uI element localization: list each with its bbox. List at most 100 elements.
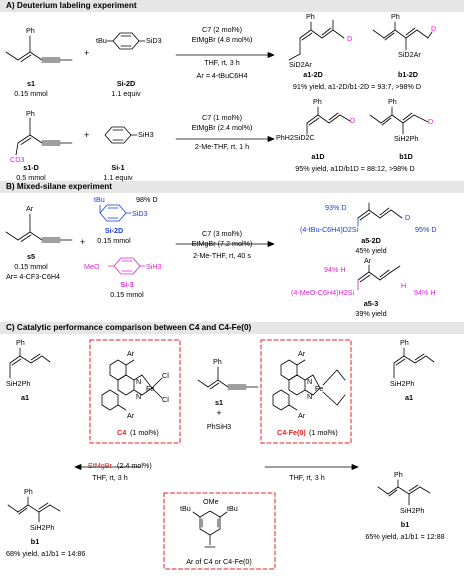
c4-fe: Fe (146, 384, 155, 393)
a5-2d-si: (4-tBu-C6H4)D2Si (300, 225, 359, 234)
si3-amount: 0.15 mmol (110, 290, 144, 299)
a2-plus: + (84, 130, 90, 140)
a1-cond-ar: Ar = 4-tBuC6H4 (196, 71, 248, 80)
a5-2d-95d: 95% D (415, 225, 437, 234)
right-a1-sih2ph: SiH2Ph (390, 379, 415, 388)
a5-3-structure (357, 264, 401, 291)
a5-3-label: a5-3 (363, 299, 379, 308)
a1-2d-sid2ar: SiD2Ar (289, 60, 312, 69)
a1d-label: a1D (311, 152, 325, 161)
b1-2d-sid2ar: SiD2Ar (398, 50, 421, 59)
c4fe-n-top: N (307, 377, 313, 386)
left-b1-ph: Ph (24, 487, 33, 496)
a1-2d-structure (288, 19, 345, 61)
b1d-sih2ph: SiH2Ph (394, 134, 419, 143)
ar-tbu-left: tBu (180, 504, 191, 513)
a5-3-si: (4-MeO-C6H4)H2Si (291, 288, 355, 297)
b1d-label: b1D (399, 152, 413, 161)
section-c-header: C) Catalytic performance comparison betw… (0, 322, 464, 334)
c4fe-label: C4-Fe(0) (277, 428, 306, 437)
a1d-phh2sid2c: PhH2SiD2C (276, 133, 315, 142)
right-a1-ph: Ph (400, 338, 409, 347)
si1-label: Si-1 (111, 163, 125, 172)
s1-c-structure (197, 366, 259, 390)
a5-2d-d: D (405, 213, 411, 222)
right-a1-label: a1 (405, 393, 413, 402)
si2d-amount: 1.1 equiv (111, 89, 141, 98)
si2d-b-amount: 0.15 mmol (97, 236, 131, 245)
c4-ar-bot: Ar (127, 411, 135, 420)
section-a-header: A) Deuterium labeling experiment (0, 0, 464, 12)
c4fe-n-bot: N (307, 392, 313, 401)
a5-3-h: H (401, 281, 407, 290)
section-b-header: B) Mixed-silane experiment (0, 181, 464, 193)
a1-plus: + (84, 48, 90, 58)
si2d-structure (106, 32, 146, 50)
a5-3-ar: Ar (364, 256, 372, 265)
a1-ph-label: Ph (26, 26, 35, 35)
s1-structure (5, 35, 73, 63)
c-s1-label: s1 (215, 398, 223, 407)
left-b1-label: b1 (30, 537, 40, 546)
si2d-b-sid3: SiD3 (132, 209, 148, 218)
si3-label: Si-3 (120, 280, 134, 289)
c-phsih3: PhSiH3 (206, 422, 232, 431)
b1-2d-ph: Ph (391, 12, 400, 21)
si3-sih3: SiH3 (146, 262, 162, 271)
c4-phenanthroline (101, 359, 163, 411)
c-s1-ph: Ph (213, 357, 222, 366)
s5-label: s5 (27, 252, 35, 261)
a2-cond-grig: EtMgBr (2.4 mol%) (191, 123, 253, 132)
left-b1-structure (7, 496, 61, 523)
right-b1-ph: Ph (394, 470, 403, 479)
ar-caption: Ar of C4 or C4-Fe(0) (186, 557, 252, 566)
a5-3-94h: 94% H (324, 265, 346, 274)
s1d-cd3: CD3 (10, 155, 25, 164)
a1-2d-label: a1-2D (303, 70, 323, 79)
left-a1-structure (9, 347, 51, 379)
left-a1-sih2ph: SiH2Ph (6, 379, 31, 388)
a2-result: 95% yield, a1D/b1D = 88:12, >98% D (295, 164, 415, 173)
a1-tbu: tBu (96, 36, 107, 45)
a1-sid3: SiD3 (146, 36, 162, 45)
a2-ph-label: Ph (26, 109, 35, 118)
c4fe-mol: (1 mol%) (309, 428, 338, 437)
a1-2d-d: D (347, 34, 353, 43)
left-grig: EtMgBr (88, 461, 112, 470)
a5-2d-label: a5-2D (361, 236, 381, 245)
a1d-ph: Ph (313, 97, 322, 106)
a1-cond-cat: C7 (2 mol%) (202, 25, 242, 34)
left-b1-sih2ph: SiH2Ph (30, 523, 55, 532)
s5-ar-def: Ar= 4-CF3-C6H4 (5, 272, 61, 281)
b-cond-cat: C7 (3 mol%) (202, 229, 242, 238)
left-a1-label: a1 (21, 393, 29, 402)
c4fe-ar-bot: Ar (298, 411, 306, 420)
ar-aryl-structure (192, 510, 228, 548)
c4-cl-bot: Cl (162, 395, 169, 404)
right-result: 65% yield, a1/b1 = 12:88 (365, 532, 445, 541)
c4-mol: (1 mol%) (130, 428, 159, 437)
ar-tbu-right: tBu (227, 504, 238, 513)
b1-2d-structure (372, 21, 433, 51)
a5-2d-structure (357, 202, 403, 227)
a5-3-yield: 39% yield (355, 309, 387, 318)
si2d-b-tbu: tBu (94, 195, 105, 204)
right-b1-label: b1 (400, 520, 410, 529)
c4-n-bot: N (136, 392, 142, 401)
si2d-label: Si-2D (116, 79, 136, 88)
c4fe-phenanthroline (272, 359, 346, 411)
si1-structure (104, 126, 138, 144)
s1d-amount: 0.5 mmol (16, 173, 46, 182)
a1-result: 91% yield, a1-2D/b1-2D = 93:7, >98% D (292, 82, 422, 91)
a5-3-94hb: 94% H (414, 288, 436, 297)
c4-ar-top: Ar (127, 349, 135, 358)
a1-cond-grig: EtMgBr (4.8 mol%) (191, 35, 253, 44)
c4fe-fe: Fe (315, 384, 324, 393)
si2d-b-structure (99, 204, 132, 222)
b1-2d-d: D (431, 24, 437, 33)
si3-structure (107, 257, 146, 275)
ar-ome: OMe (203, 497, 219, 506)
a1d-structure (306, 106, 351, 135)
si1-amount: 1.1 equiv (103, 173, 133, 182)
a5-2d-93d: 93% D (325, 203, 347, 212)
